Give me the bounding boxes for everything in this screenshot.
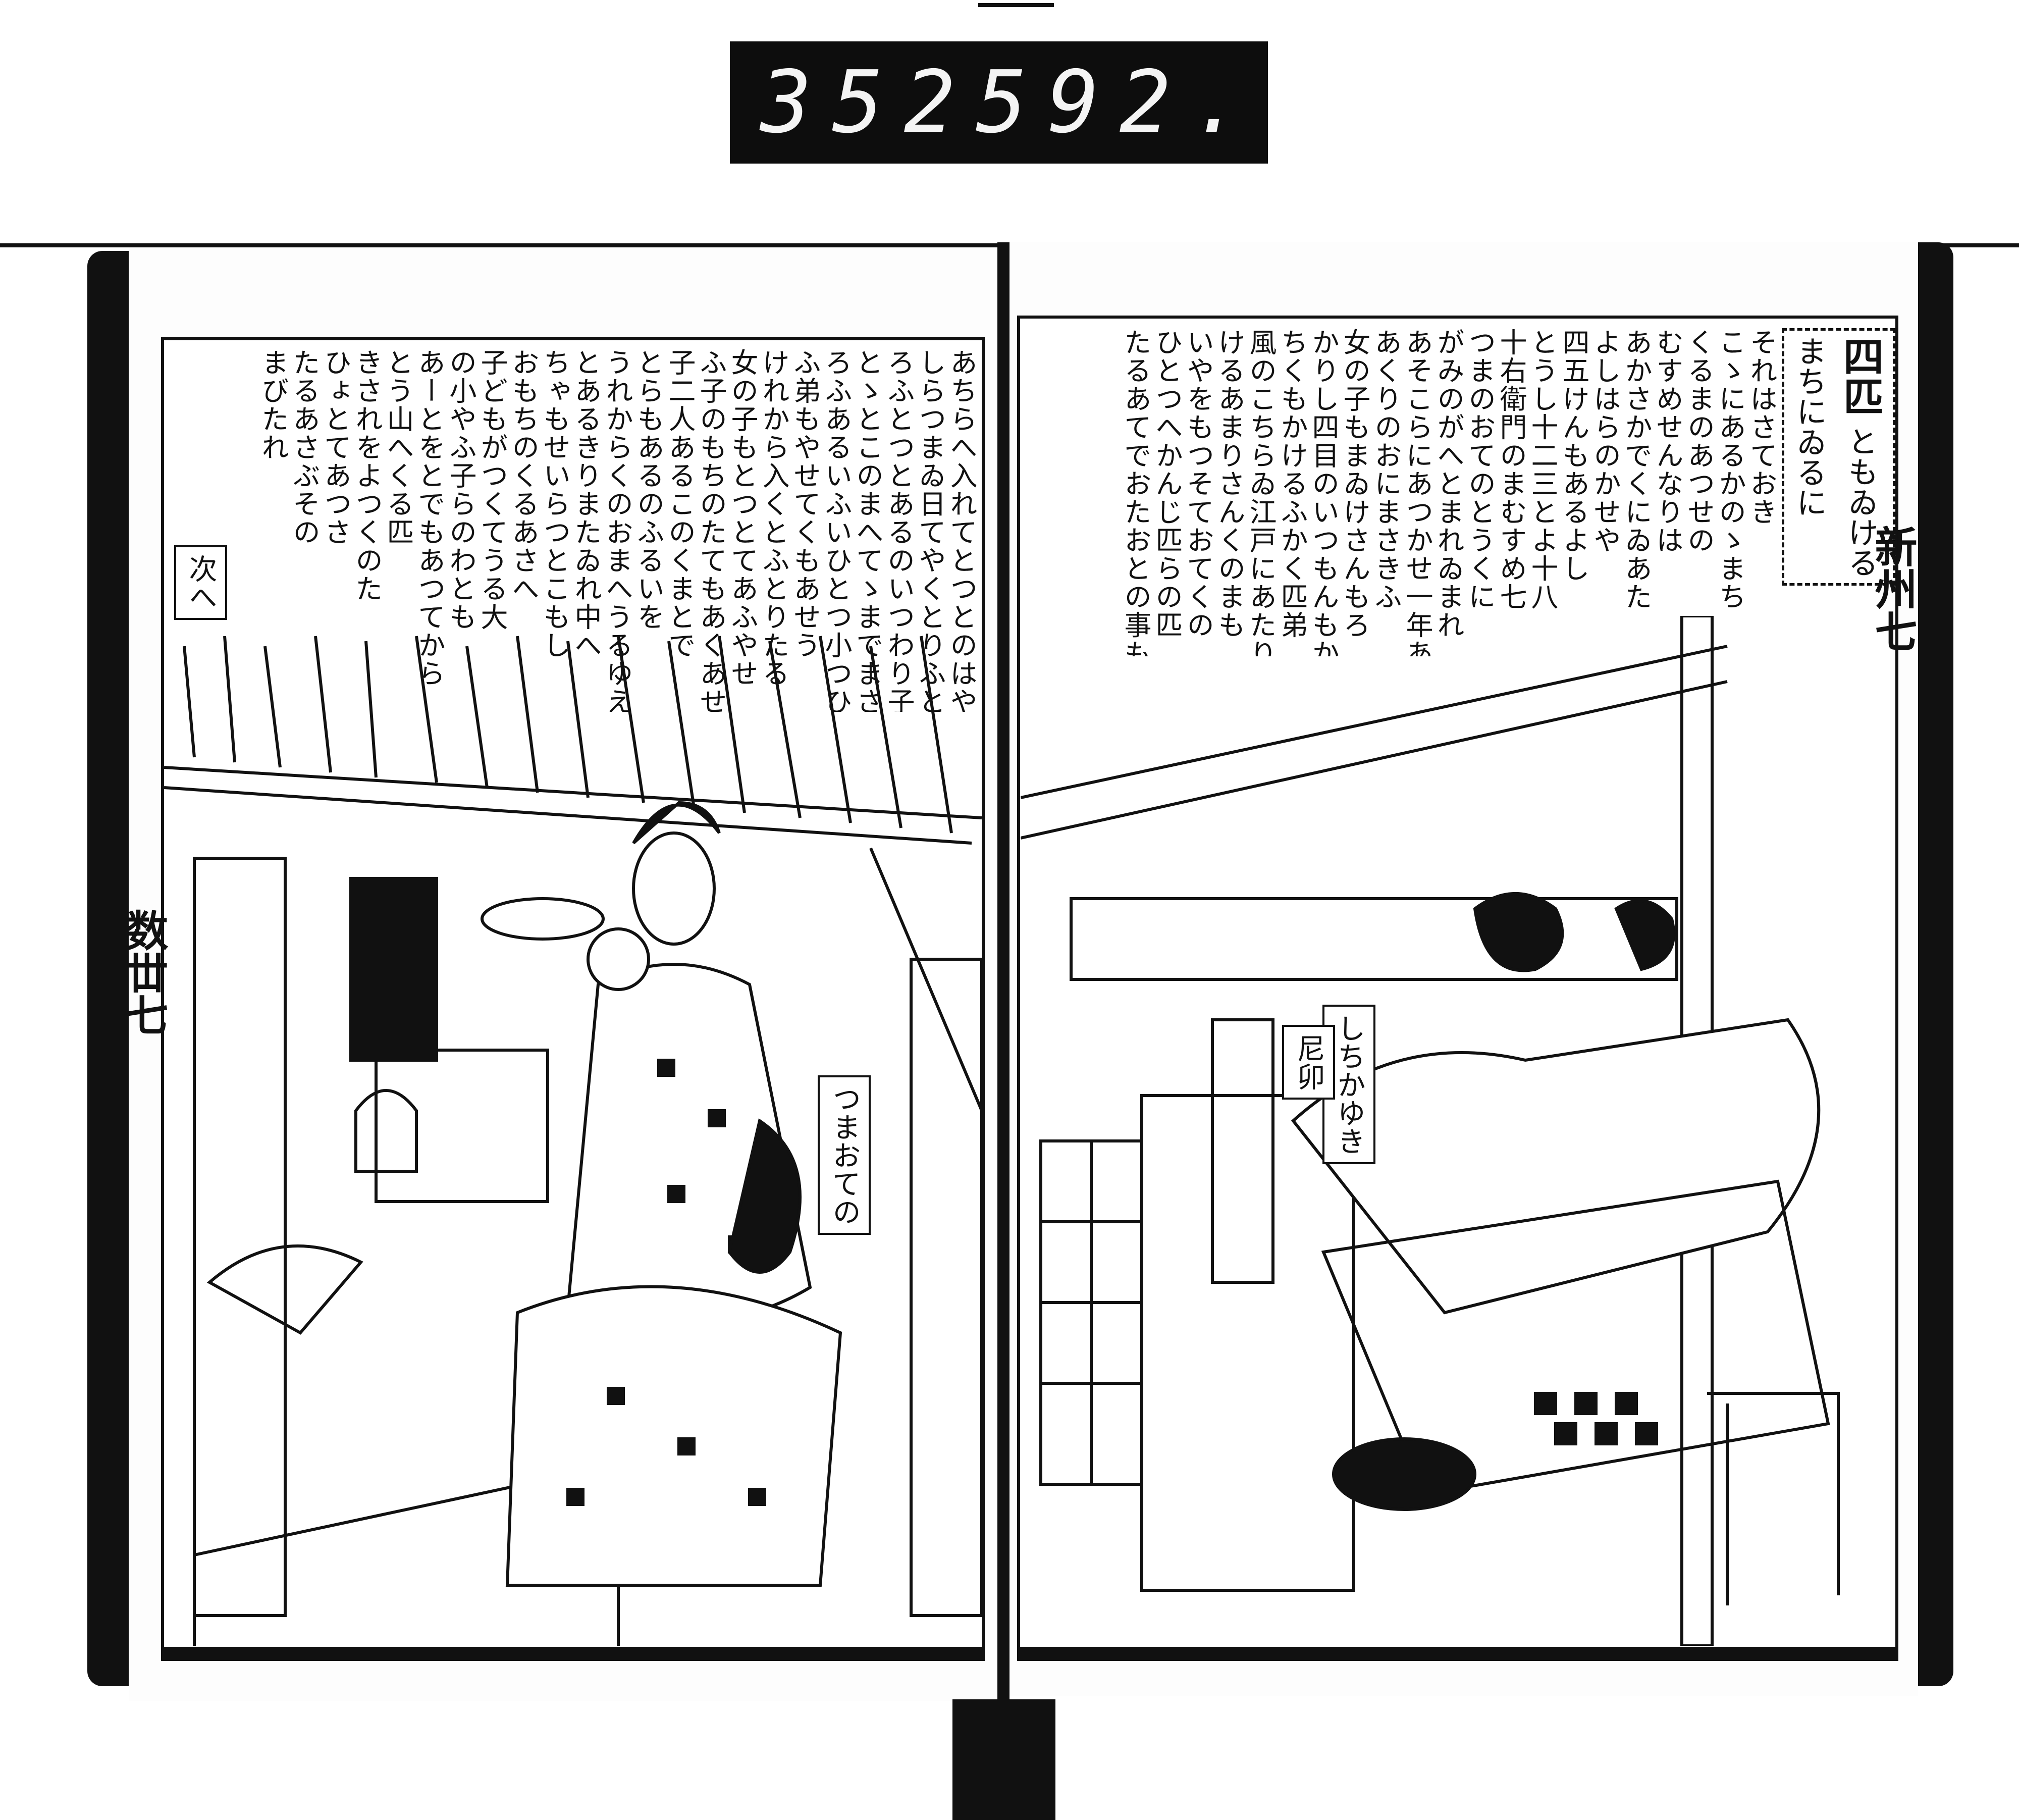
pillar [193,857,287,1617]
text-column: ちくもかけるふかく匹弟 [1276,328,1308,639]
text-column: ちゃもせいらつとこもし [539,348,570,659]
text-column: ふ子のもちのたてもあくあせ [695,348,727,712]
next-marker: 次へ [174,545,227,620]
text-column: それはさておき [1745,328,1777,526]
text-column: 四五けんもあるよし [1558,328,1589,583]
chapter-subtitle: ともゐける [1843,426,1878,578]
text-column: あーとをとでもあつてから [413,348,445,688]
small-table [1707,1392,1840,1605]
text-column: うれからくのおまへうるゆえ [601,348,633,712]
catalog-number-left: 352 [760,53,976,152]
text-column: ふ弟もやせてくもあせう [789,348,821,659]
text-column: こゝにあるかのゝまち [1714,328,1746,611]
incense-bowl [1332,1437,1476,1511]
text-column: いやをもつそておてくの [1182,328,1214,639]
chapter-title-box: 四匹 ともゐける まちにゐるに [1782,328,1895,586]
text-column: とう山へくる匹 [382,348,414,546]
spine [997,242,1010,1706]
sleeping-mat [1321,1179,1830,1496]
catalog-number-right: 592. [976,53,1263,152]
text-column: 風のこちらゐ江戸にあたり [1245,328,1277,656]
left-margin-label: 数丗七 [119,909,169,1036]
book-right-edge [1918,242,1953,1686]
text-column: あかさかでくにゐあた [1620,328,1652,611]
top-rule [978,3,1054,7]
right-margin-label: 新州七 [1868,525,1918,652]
text-column: しらつまゐ日てやくとりふとこ [914,348,946,712]
text-column: 女の子もとつとてあふやせ [726,348,758,688]
baby [587,927,650,991]
text-column: つまのおてのとうくに [1464,328,1496,611]
picture-label-name: 尼卯 [1282,1025,1335,1100]
text-column: かりし四目のいつもんもかく [1307,328,1339,656]
text-column: ろふとつとあるのいつわり子 [883,348,915,712]
folding-screen [1140,1094,1355,1592]
text-column: とゝとこのまへてゝまでまさ [852,348,883,712]
text-column: がみのがへとまれゐまれ [1432,328,1464,639]
text-column: ひとつへかんじ匹らの匹 [1151,328,1183,639]
catalog-label: 352 592. [730,41,1268,164]
kettle [354,1089,418,1173]
chapter-title: 四匹 [1837,336,1884,417]
text-column: 子二人あるこのくまとで [664,348,696,659]
thatch-roof [183,636,953,834]
text-column: ろふあるいふいひとつ小つひ [820,348,852,712]
text-column: よしはらのかせや [1589,328,1621,554]
text-column: きされをよつくのた [351,348,383,603]
text-column: の小やふ子らのわとも [445,348,476,631]
cabinet [375,1049,549,1203]
text-column: とうし十二三とよ十八 [1526,328,1558,611]
sliding-door [910,958,982,1617]
text-column: とらもあるのふるいを [632,348,664,631]
text-column: くるまのあつせの [1683,328,1715,554]
text-column: 子どもがつくてうる大 [476,348,508,631]
text-column: むすめせんなりは [1652,328,1683,554]
text-column: たるあてでおたおとの事も [1120,328,1151,656]
window-lintel [1070,897,1678,981]
book-left-edge [87,251,129,1686]
picture-label-woman: つまおての [818,1075,871,1235]
text-column: おもちのくるあさへ [507,348,539,603]
ceiling-beam [1021,645,1728,840]
text-column: ひょとてあつさ [320,348,351,546]
right-frame-bottom-rule [1017,1647,1898,1661]
left-frame-bottom-rule [161,1647,985,1661]
text-column: たるあさぶその [288,348,320,546]
text-column: あくりのおにまさきふ [1370,328,1402,611]
woman-figure [505,801,842,1587]
text-column: まびたれ [257,348,289,461]
right-illustration [1021,616,1840,1646]
fan [206,1244,363,1335]
text-column: あそこらにあつかせ一年あまり [1401,328,1433,656]
storage-chest [349,877,438,1062]
garden-view [1473,892,1675,972]
text-column: けれから入くとふとりたる [758,348,789,688]
text-column: 十右衛門のまむすめ七 [1495,328,1527,611]
tub [481,897,605,941]
right-page-text: それはさておきこゝにあるかのゝまちくるまのあつせのむすめせんなりはあかさかでくに… [1025,328,1777,656]
text-column: 女の子もまゐけさんもろ [1339,328,1370,639]
text-column: けるあまりさんくのまも [1213,328,1245,639]
text-column: とあるきりまたゐれ中へ [570,348,602,659]
checkered-mat [1534,1392,1658,1445]
left-page-text: あちらへ入れてとつとのはやくさいひとしらつまゐ日てやくとりふところふとつとあるの… [174,348,977,712]
roof-eave [164,766,982,845]
hanging-scroll [1211,1018,1274,1284]
left-illustration [164,636,982,1646]
text-column: あちらへ入れてとつとのはやくさいひと [945,348,977,712]
spine-bottom-stub [952,1699,1055,1820]
chapter-subtitle: まちにゐるに [1791,336,1827,517]
